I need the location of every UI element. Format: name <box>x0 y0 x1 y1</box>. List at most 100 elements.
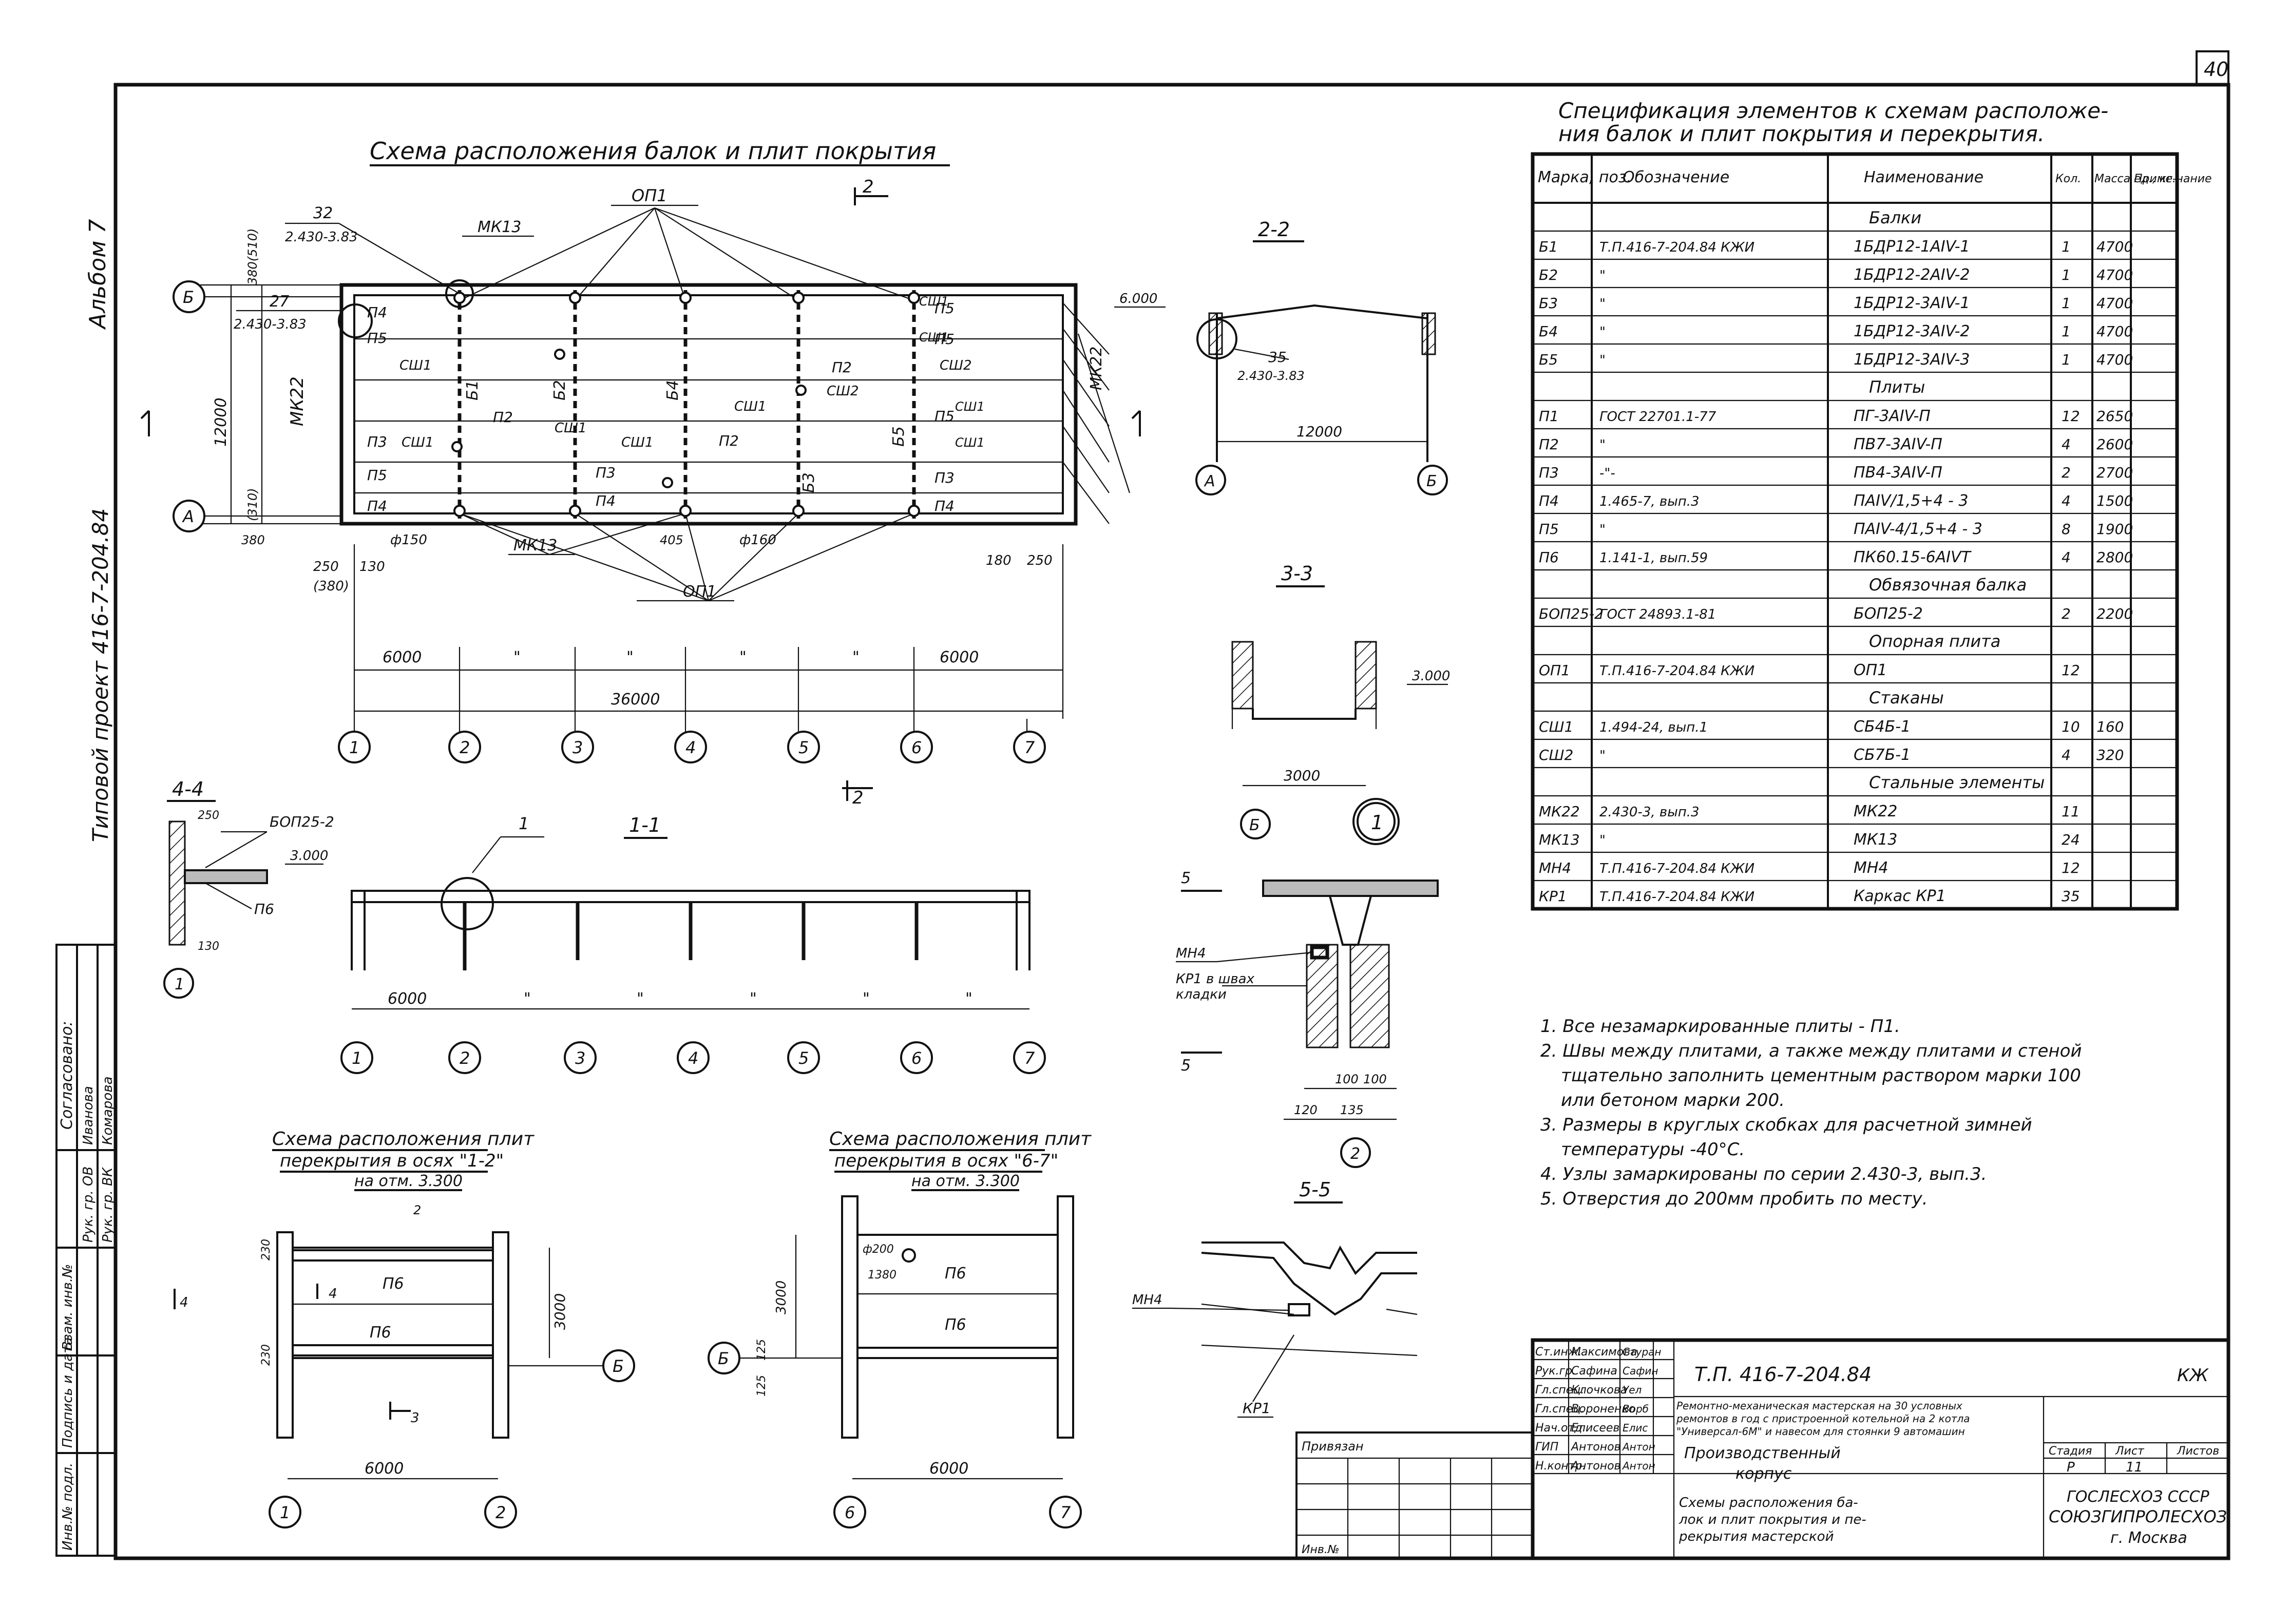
svg-text:Стадия: Стадия <box>2049 1445 2092 1458</box>
general-notes: 1. Все незамаркированные плиты - П1.2. Ш… <box>1540 1016 2082 1209</box>
svg-text:1380: 1380 <box>868 1269 896 1282</box>
svg-text:6: 6 <box>911 1048 922 1068</box>
svg-text:СОЮЗГИПРОЛЕСХОЗ: СОЮЗГИПРОЛЕСХОЗ <box>2049 1507 2227 1526</box>
svg-text:": " <box>513 648 521 666</box>
svg-text:180: 180 <box>986 553 1012 568</box>
title-block: Привязан Инв.№ Ст.инж.МаксимоваСтуранРук… <box>1295 1338 2230 1560</box>
plan-label-op1-top: ОП1 <box>632 186 667 205</box>
tb-name: Антонов <box>1570 1441 1621 1454</box>
section-3-3: 3-3 3.000 3000 Б 1 <box>1231 562 1450 845</box>
svg-text:7: 7 <box>1060 1503 1071 1522</box>
spec-cell: 12 <box>2062 662 2080 679</box>
spec-group-title: Опорная плита <box>1869 632 2000 651</box>
svg-text:П6: П6 <box>370 1324 391 1342</box>
svg-text:Схема расположения плит: Схема расположения плит <box>829 1129 1092 1150</box>
section-2-2: 2-2 35 2.430-3.83 6.000 12000 А Б <box>1114 218 1448 495</box>
svg-text:130: 130 <box>359 559 385 575</box>
svg-text:6000: 6000 <box>365 1460 404 1478</box>
svg-text:корпус: корпус <box>1735 1465 1792 1483</box>
svg-text:СШ1: СШ1 <box>919 294 949 309</box>
svg-text:135: 135 <box>1340 1103 1364 1117</box>
spec-cell: МК13 <box>1539 831 1580 848</box>
svg-text:6000: 6000 <box>940 648 979 666</box>
svg-text:3: 3 <box>575 1048 585 1068</box>
svg-text:1: 1 <box>349 738 359 757</box>
svg-text:36000: 36000 <box>611 691 660 709</box>
svg-text:П2: П2 <box>493 409 513 426</box>
svg-text:СШ1: СШ1 <box>402 435 434 450</box>
tb-role: Нач.отд. <box>1535 1422 1586 1435</box>
note-line: 2. Швы между плитами, а также между плит… <box>1540 1041 2082 1061</box>
svg-text:рекрытия мастерской: рекрытия мастерской <box>1678 1529 1834 1544</box>
spec-cell: ПАIV/1,5+4 - 3 <box>1854 492 1968 510</box>
svg-text:П3: П3 <box>367 433 387 450</box>
svg-text:Б: Б <box>1249 816 1260 834</box>
floor-scheme-6-7: Схема расположения плит перекрытия в ося… <box>708 1129 1092 1529</box>
svg-text:": " <box>626 648 634 666</box>
section-5-5: 5-5 МН4 КР1 <box>1132 1178 1418 1418</box>
spec-cell: 1БДР12-3АIV-2 <box>1854 322 1970 340</box>
tb-name: Елисеев <box>1571 1422 1619 1435</box>
tb-name: Вороненко <box>1571 1403 1635 1416</box>
svg-text:Б: Б <box>1426 472 1437 490</box>
spec-cell: 12 <box>2062 408 2080 425</box>
svg-text:КР1: КР1 <box>1243 1400 1271 1417</box>
svg-text:Рук. гр. ВК: Рук. гр. ВК <box>100 1167 116 1243</box>
svg-text:7: 7 <box>1024 1048 1035 1068</box>
svg-text:2: 2 <box>495 1503 506 1522</box>
svg-text:ф160: ф160 <box>739 532 776 548</box>
note-line: 3. Размеры в круглых скобках для расчетн… <box>1540 1115 2032 1135</box>
spec-cell: " <box>1599 353 1606 368</box>
spec-cell: МК22 <box>1539 803 1580 820</box>
spec-cell: ОП1 <box>1854 661 1887 679</box>
spec-cell: " <box>1599 437 1606 453</box>
spec-cell: МН4 <box>1539 859 1571 876</box>
svg-text:СШ1: СШ1 <box>734 399 767 414</box>
svg-text:П6: П6 <box>945 1316 966 1334</box>
plan-label-mk13-top: МК13 <box>478 218 521 236</box>
svg-text:2: 2 <box>460 1048 470 1068</box>
tb-role: Ст.инж. <box>1535 1346 1582 1359</box>
project-label: Типовой проект 416-7-204.84 <box>88 508 113 842</box>
svg-text:Привязан: Привязан <box>1302 1439 1364 1454</box>
spec-header-5: Приме-чание <box>2134 173 2212 185</box>
spec-cell: 1 <box>2062 295 2071 312</box>
svg-text:СШ1: СШ1 <box>621 435 654 450</box>
tb-name: Антонов <box>1570 1460 1621 1473</box>
svg-text:П3: П3 <box>596 464 616 481</box>
svg-text:П5: П5 <box>367 467 387 484</box>
svg-text:": " <box>863 990 870 1008</box>
tb-signature: Елис <box>1623 1422 1648 1434</box>
spec-cell: 1БДР12-3АIV-3 <box>1854 351 1970 369</box>
sheet-frame <box>113 83 2230 1560</box>
beam-label-b5: Б5 <box>890 426 908 447</box>
tb-signature: Антон <box>1622 1441 1655 1453</box>
spec-cell: ОП1 <box>1539 662 1570 679</box>
svg-text:3: 3 <box>573 738 583 757</box>
svg-text:6000: 6000 <box>388 990 427 1008</box>
svg-text:5: 5 <box>1181 1057 1191 1075</box>
svg-text:4: 4 <box>688 1048 698 1068</box>
svg-text:перекрытия в осях "1-2": перекрытия в осях "1-2" <box>280 1151 504 1171</box>
svg-text:2: 2 <box>1350 1145 1360 1163</box>
tb-role: Гл.спец. <box>1535 1384 1584 1397</box>
svg-text:12000: 12000 <box>212 398 230 447</box>
svg-text:1: 1 <box>519 814 529 833</box>
svg-text:5: 5 <box>1181 869 1191 887</box>
svg-text:": " <box>852 648 860 666</box>
svg-text:ГОСЛЕСХОЗ СССР: ГОСЛЕСХОЗ СССР <box>2067 1488 2210 1506</box>
svg-text:2: 2 <box>413 1203 421 1217</box>
spec-cell: ГОСТ 24893.1-81 <box>1599 607 1716 622</box>
svg-text:5: 5 <box>798 1048 809 1068</box>
svg-text:1: 1 <box>175 976 184 993</box>
svg-text:А: А <box>1204 472 1215 490</box>
svg-text:100: 100 <box>1363 1072 1387 1086</box>
svg-text:П5: П5 <box>934 300 955 317</box>
svg-text:5: 5 <box>798 738 809 757</box>
spec-cell: ГОСТ 22701.1-77 <box>1599 409 1716 425</box>
svg-text:П4: П4 <box>367 304 387 321</box>
svg-text:БОП25-2: БОП25-2 <box>270 813 334 830</box>
svg-text:3.000: 3.000 <box>1412 668 1450 684</box>
title-code: Т.П. 416-7-204.84 <box>1694 1363 1872 1386</box>
